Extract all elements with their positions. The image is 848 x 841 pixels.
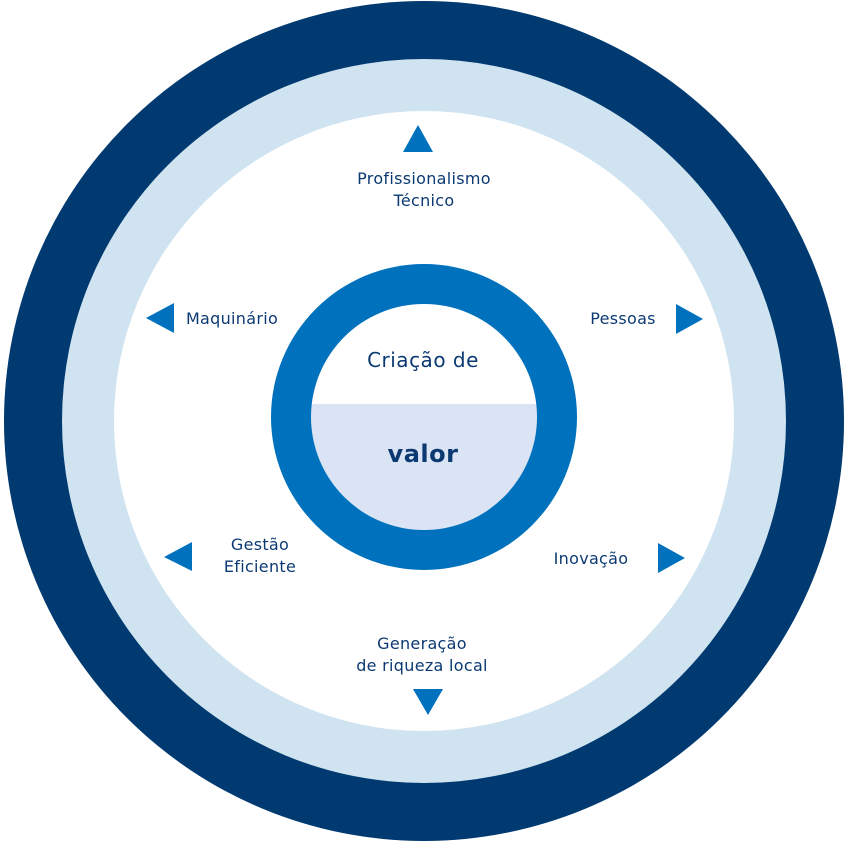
- center-label-top: Criação de: [367, 348, 479, 372]
- label-inovacao: Inovação: [531, 548, 651, 570]
- arrow-down-icon: [413, 689, 443, 715]
- label-line: Eficiente: [223, 557, 297, 576]
- arrow-right-icon: [676, 304, 703, 334]
- arrow-left-icon: [146, 303, 174, 333]
- arrow-left-icon: [164, 542, 192, 571]
- label-line: Generação: [377, 634, 467, 653]
- center-label-bottom: valor: [387, 440, 459, 468]
- label-line: Pessoas: [590, 309, 656, 328]
- label-line: Inovação: [553, 549, 629, 568]
- label-geracao-riqueza-local: Generação de riqueza local: [312, 633, 532, 677]
- label-line: Maquinário: [185, 309, 279, 328]
- label-line: Profissionalismo: [357, 169, 491, 188]
- arrow-right-icon: [658, 543, 685, 573]
- label-line: Gestão: [230, 535, 290, 554]
- label-pessoas: Pessoas: [563, 308, 683, 330]
- label-maquinario: Maquinário: [172, 308, 292, 330]
- arrow-up-icon: [403, 125, 433, 152]
- label-line: de riqueza local: [356, 656, 488, 675]
- label-line: Técnico: [393, 191, 455, 210]
- label-profissionalismo-tecnico: Profissionalismo Técnico: [324, 168, 524, 212]
- label-gestao-eficiente: Gestão Eficiente: [200, 534, 320, 578]
